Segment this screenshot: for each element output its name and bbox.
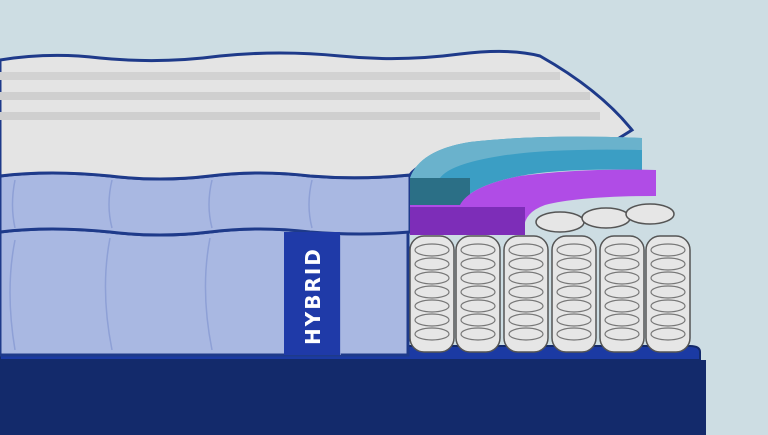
transition-foam-layer	[410, 169, 656, 235]
coil-spring-turn	[650, 285, 686, 299]
coil	[503, 235, 549, 353]
coil-top	[581, 207, 631, 229]
coil-spring-turn	[508, 285, 544, 299]
coil	[455, 235, 501, 353]
coil-spring-turn	[650, 243, 686, 257]
coil-spring-turn	[414, 257, 450, 271]
coil-spring-turn	[604, 257, 640, 271]
coil-spring-turn	[650, 299, 686, 313]
coil-spring-turn	[460, 271, 496, 285]
coil-spring-turn	[556, 243, 592, 257]
coil-spring-turn	[460, 313, 496, 327]
coil-spring-turn	[650, 313, 686, 327]
coil-spring-turn	[556, 285, 592, 299]
coil-spring-turn	[414, 299, 450, 313]
coil-spring-turn	[556, 271, 592, 285]
coil-spring-turn	[460, 257, 496, 271]
coil-spring-turn	[508, 243, 544, 257]
coil-top	[535, 211, 585, 233]
quilted-border	[0, 171, 412, 237]
coil-top	[625, 203, 675, 225]
coil-spring-turn	[604, 285, 640, 299]
coil-spring-turn	[604, 313, 640, 327]
coil-spring-turn	[556, 313, 592, 327]
coil-spring-turn	[414, 271, 450, 285]
coil	[645, 235, 691, 353]
coil-spring-turn	[508, 271, 544, 285]
coil-spring-turn	[556, 299, 592, 313]
side-panel	[0, 227, 410, 357]
coil-spring-turn	[460, 299, 496, 313]
coil	[551, 235, 597, 353]
coil	[409, 235, 455, 353]
coil-spring-turn	[414, 285, 450, 299]
mattress-base	[0, 345, 706, 435]
comfort-foam-layer	[410, 136, 642, 205]
coil-spring-turn	[508, 327, 544, 341]
coil-spring-turn	[556, 327, 592, 341]
pocket-coils	[409, 203, 691, 353]
coil-spring-turn	[556, 257, 592, 271]
coil-spring-turn	[460, 243, 496, 257]
hybrid-label: HYBRID	[301, 247, 325, 345]
coil-spring-turn	[508, 299, 544, 313]
coil-spring-turn	[650, 257, 686, 271]
coil-spring-turn	[414, 327, 450, 341]
coil-spring-turn	[604, 299, 640, 313]
hybrid-label-band: HYBRID	[284, 232, 340, 355]
coil-spring-turn	[508, 313, 544, 327]
coil-spring-turn	[604, 327, 640, 341]
coil-spring-turn	[604, 243, 640, 257]
coil-spring-turn	[414, 313, 450, 327]
coil-spring-turn	[460, 327, 496, 341]
coil-spring-turn	[460, 285, 496, 299]
coil-spring-turn	[604, 271, 640, 285]
coil	[599, 235, 645, 353]
coil-spring-turn	[650, 327, 686, 341]
coil-spring-turn	[414, 243, 450, 257]
coil-spring-turn	[508, 257, 544, 271]
coil-spring-turn	[650, 271, 686, 285]
